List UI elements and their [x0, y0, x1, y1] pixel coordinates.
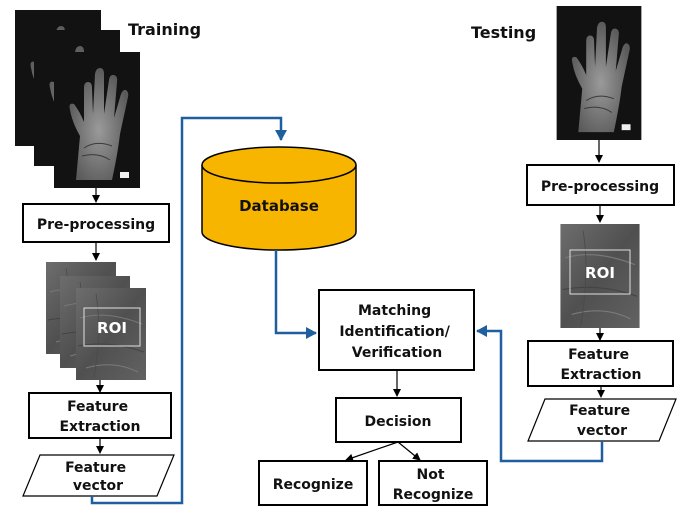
roi-frame — [569, 249, 631, 295]
training-title: Training — [128, 20, 201, 39]
not-recognize-box — [378, 460, 488, 506]
testing-preprocessing-box — [526, 164, 675, 206]
training-roi-stack — [46, 262, 146, 380]
feature-vector-line: vector — [73, 478, 123, 494]
training-feature-extraction-label: Feature Extraction — [59, 399, 140, 435]
not-recognize-line: Recognize — [393, 487, 474, 503]
database-cylinder — [201, 146, 357, 251]
testing-roi-label: ROI — [585, 264, 615, 282]
training-feature-vector-label: Feature vector — [65, 460, 131, 494]
connector-arrow — [397, 441, 421, 461]
feature-vector-line: Feature — [569, 403, 630, 419]
testing-hand-image — [556, 6, 642, 140]
connector-arrow — [345, 441, 399, 462]
training-to-database-arrow — [90, 116, 287, 505]
feature-extraction-line: Feature — [568, 347, 629, 363]
recognize-box — [258, 460, 368, 506]
testing-roi-image — [559, 224, 641, 328]
feature-extraction-line: Feature — [67, 399, 128, 415]
recognize-label: Recognize — [273, 477, 354, 493]
testing-preprocessing-label: Pre-processing — [541, 179, 659, 195]
decision-label: Decision — [365, 414, 432, 430]
matching-line: Verification — [352, 345, 442, 361]
testing-feature-vector-label: Feature vector — [569, 403, 635, 439]
database-to-matching-arrow — [274, 250, 317, 339]
feature-vector-line: vector — [577, 423, 627, 439]
matching-line: Matching — [358, 303, 431, 319]
roi-frame — [83, 307, 141, 347]
matching-line: Identification/ — [339, 324, 450, 340]
database-label: Database — [239, 197, 319, 215]
matching-box — [318, 289, 475, 371]
hand-image — [54, 52, 140, 188]
matching-label: Matching Identification/ Verification — [339, 303, 454, 361]
not-recognize-line: Not — [417, 467, 445, 483]
testing-feature-extraction-label: Feature Extraction — [560, 347, 641, 383]
not-recognize-label: Not Recognize — [393, 467, 474, 503]
training-feature-vector-shape — [22, 454, 175, 497]
feature-extraction-line: Extraction — [560, 367, 641, 383]
training-preprocessing-label: Pre-processing — [37, 217, 155, 233]
training-roi-label: ROI — [97, 319, 127, 337]
testing-feature-vector-shape — [527, 398, 677, 442]
feature-extraction-line: Extraction — [59, 419, 140, 435]
testing-title: Testing — [471, 23, 536, 42]
testing-to-matching-arrow — [476, 325, 604, 463]
testing-feature-extraction-box — [527, 340, 674, 387]
feature-vector-line: Feature — [65, 460, 126, 476]
training-hand-image-stack — [15, 10, 140, 188]
